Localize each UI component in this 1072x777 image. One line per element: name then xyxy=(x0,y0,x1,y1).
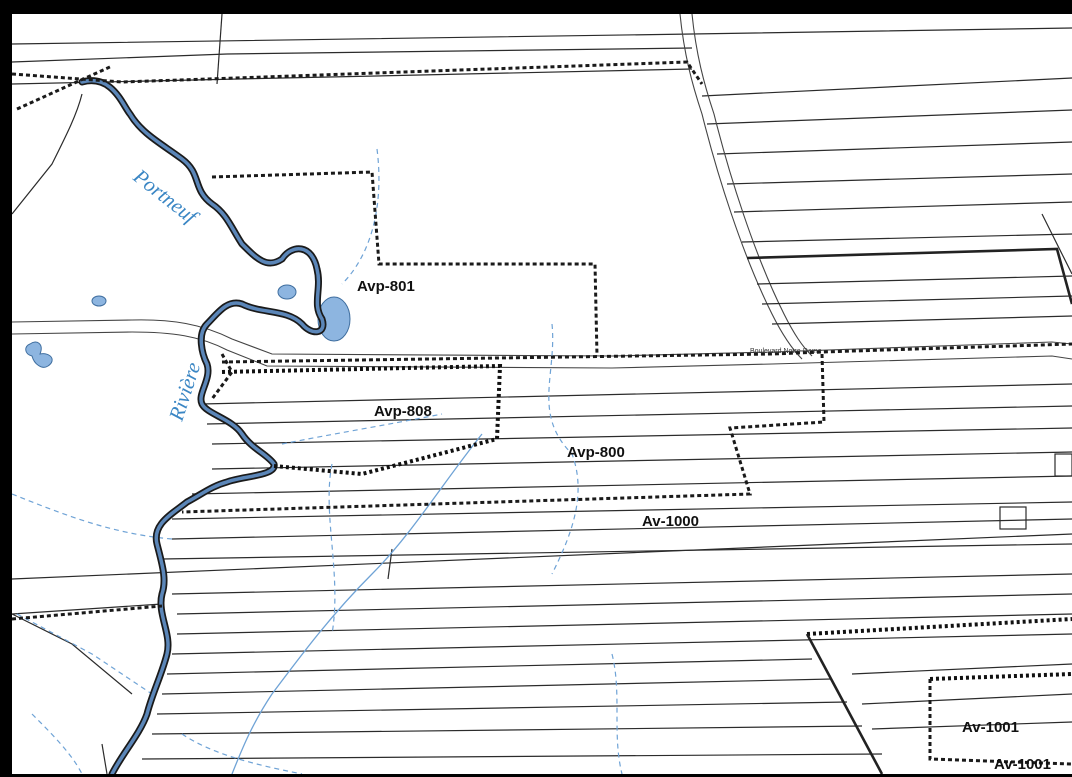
zone-boundaries xyxy=(12,60,1072,774)
pond xyxy=(277,284,297,300)
streams xyxy=(12,148,623,774)
building xyxy=(1054,453,1072,477)
river-portneuf xyxy=(78,77,327,774)
zone-label-avp-800[interactable]: Avp-800 xyxy=(567,444,625,461)
pond xyxy=(25,341,53,368)
boulevard: Boulevard Notre-Dame xyxy=(12,319,1072,369)
lot-lines-south xyxy=(12,383,1072,774)
water-bodies xyxy=(25,284,351,368)
pond xyxy=(91,295,107,307)
zone-label-avp-801[interactable]: Avp-801 xyxy=(357,278,415,295)
zone-label-av-1001[interactable]: Av-1001 xyxy=(962,719,1019,736)
road-label: Boulevard Notre-Dame xyxy=(750,348,822,355)
road-north-south xyxy=(679,14,813,360)
zone-label-av-1001[interactable]: Av-1001 xyxy=(994,756,1051,773)
zone-label-av-1000[interactable]: Av-1000 xyxy=(642,513,699,530)
zone-label-avp-808[interactable]: Avp-808 xyxy=(374,403,432,420)
lot-lines-west xyxy=(12,93,163,695)
building xyxy=(999,506,1027,530)
lot-lines-east xyxy=(746,213,1072,325)
zoning-map[interactable]: Boulevard Notre-Dame xyxy=(12,14,1072,774)
